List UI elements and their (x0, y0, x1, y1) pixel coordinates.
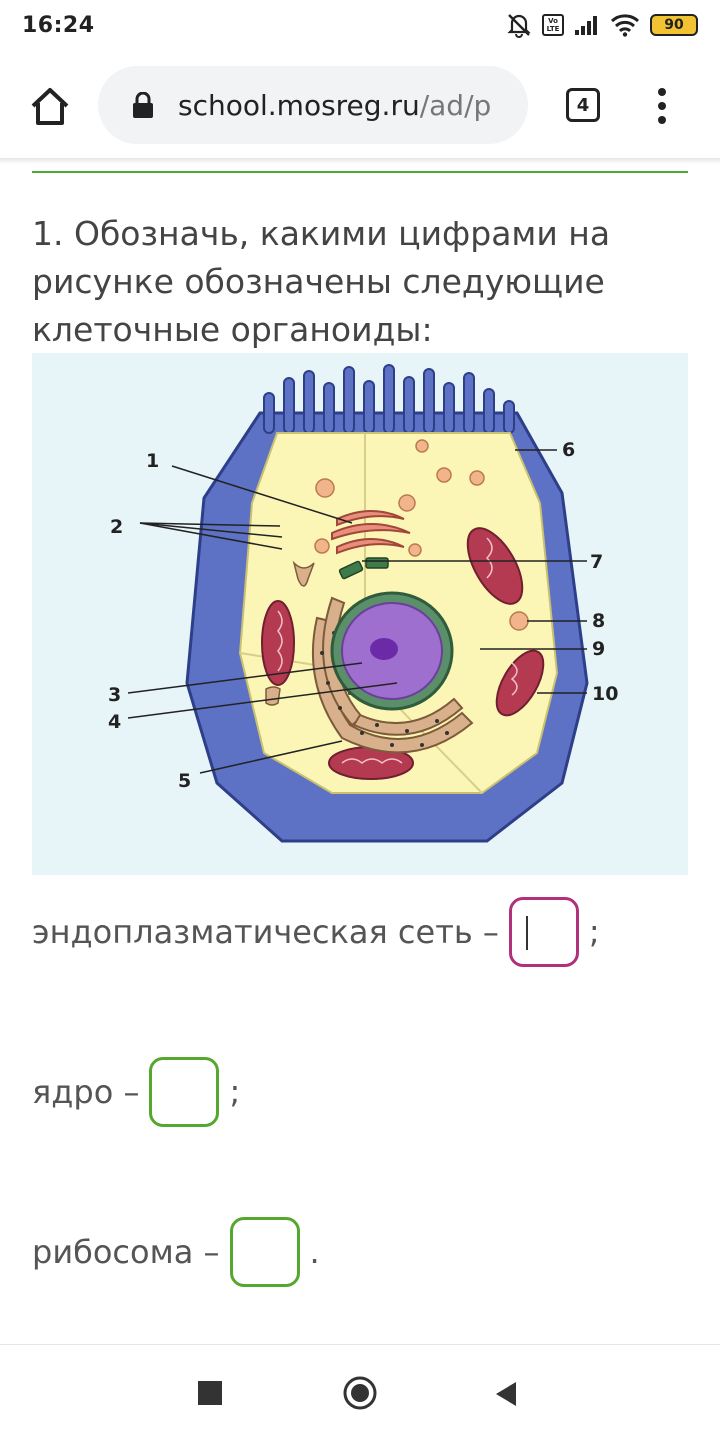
back-icon[interactable] (494, 1381, 518, 1411)
answer-er-label: эндоплазматическая сеть – (32, 913, 499, 951)
answer-er: эндоплазматическая сеть – ; (32, 897, 600, 967)
answer-ribosome: рибосома – . (32, 1217, 320, 1287)
signal-icon (574, 14, 600, 36)
cell-diagram: 1 2 3 4 5 6 7 8 9 10 (32, 353, 688, 875)
answer-ribosome-input[interactable] (229, 1217, 300, 1287)
question-text: 1. Обозначь, какими цифрами на рисунке о… (32, 214, 611, 349)
home-icon[interactable] (26, 82, 74, 130)
recent-apps-icon[interactable] (198, 1381, 222, 1409)
mute-alarm-icon (506, 12, 532, 38)
status-bar: 16:24 Vo LTE (0, 0, 720, 50)
answer-er-suffix: ; (588, 913, 600, 951)
lock-icon (132, 91, 154, 118)
answer-nucleus-suffix: ; (229, 1073, 241, 1111)
label-2: 2 (110, 516, 123, 538)
battery-indicator: 90 (650, 14, 698, 36)
label-9: 9 (592, 638, 605, 660)
address-bar[interactable]: school.mosreg.ru/ad/p (98, 66, 528, 144)
url-text: school.mosreg.ru/ad/p (178, 88, 492, 122)
wifi-icon (610, 13, 640, 37)
more-menu-icon[interactable] (650, 86, 674, 126)
section-divider (32, 171, 688, 173)
label-8: 8 (592, 610, 605, 632)
label-3: 3 (108, 684, 121, 706)
toolbar-shadow (0, 158, 720, 164)
tab-switcher-button[interactable]: 4 (566, 88, 600, 122)
answer-er-input[interactable] (508, 897, 579, 967)
label-7: 7 (590, 551, 603, 573)
label-4: 4 (108, 711, 121, 733)
volte-icon: Vo LTE (542, 14, 564, 36)
answer-ribosome-suffix: . (309, 1233, 320, 1271)
answer-ribosome-label: рибосома – (32, 1233, 220, 1271)
answer-nucleus-input[interactable] (149, 1057, 220, 1127)
cell-illustration: 1 2 3 4 5 6 7 8 9 10 (108, 364, 618, 843)
status-icons: Vo LTE 90 (506, 12, 698, 38)
label-5: 5 (178, 770, 191, 792)
status-time: 16:24 (22, 12, 95, 38)
browser-toolbar: school.mosreg.ru/ad/p 4 (0, 56, 720, 156)
label-6: 6 (562, 439, 575, 461)
label-10: 10 (592, 683, 618, 705)
home-circle-icon[interactable] (342, 1375, 378, 1415)
answer-nucleus-label: ядро – (32, 1073, 140, 1111)
answer-nucleus: ядро – ; (32, 1057, 240, 1127)
label-1: 1 (146, 450, 159, 472)
system-nav-bar (0, 1344, 720, 1441)
